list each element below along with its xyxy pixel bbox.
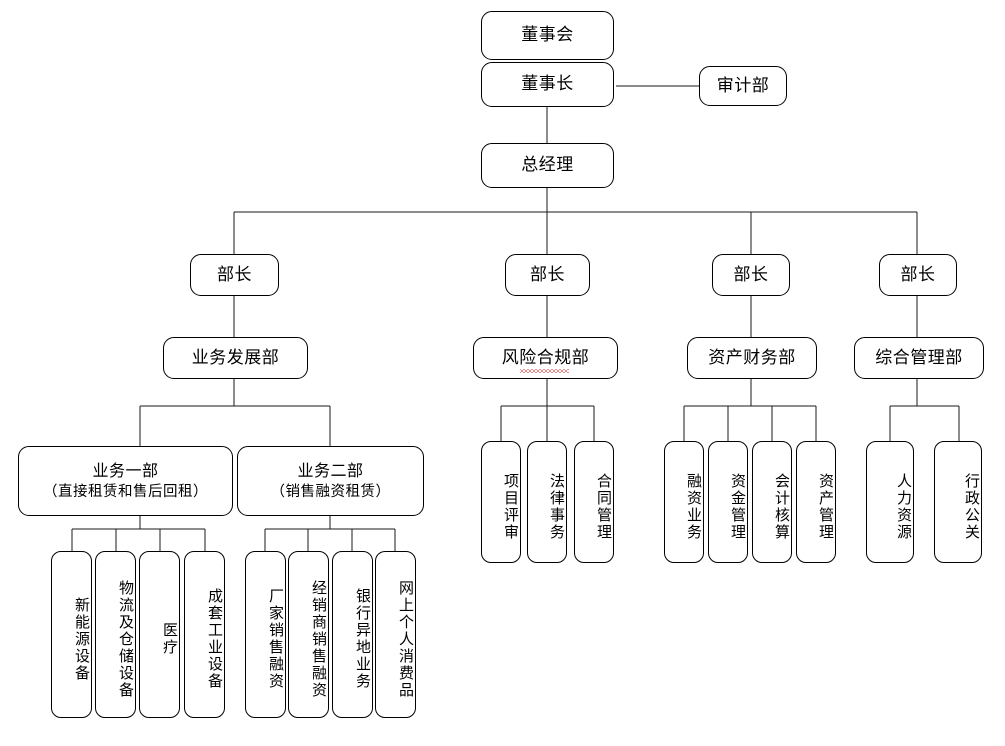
- node-financing-business[interactable]: 融资业务: [664, 441, 704, 563]
- node-label: 合同管理: [595, 472, 613, 541]
- node-label: 资产财务部: [708, 347, 796, 368]
- node-accounting[interactable]: 会计核算: [752, 441, 792, 563]
- node-legal-affairs[interactable]: 法律事务: [527, 441, 567, 563]
- node-label: 人力资源: [895, 472, 913, 541]
- node-general-manager[interactable]: 总经理: [481, 143, 614, 188]
- node-manufacturer-sales-financing[interactable]: 厂家销售融资: [245, 551, 286, 718]
- node-label-line2: （销售融资租赁）: [270, 484, 391, 501]
- node-administration-public-relations[interactable]: 行政公关: [934, 441, 982, 563]
- node-label-line2: （直接租赁和售后回租）: [43, 484, 208, 501]
- node-director-finance[interactable]: 部长: [712, 254, 790, 296]
- node-dealer-sales-financing[interactable]: 经销商销售融资: [288, 551, 329, 718]
- node-fund-management[interactable]: 资金管理: [708, 441, 748, 563]
- node-business-unit-1[interactable]: 业务一部 （直接租赁和售后回租）: [18, 446, 233, 516]
- node-label: 部长: [530, 264, 565, 285]
- node-director-business[interactable]: 部长: [190, 254, 279, 296]
- node-label: 业务发展部: [191, 347, 280, 368]
- node-medical[interactable]: 医疗: [139, 551, 180, 718]
- node-human-resources[interactable]: 人力资源: [866, 441, 914, 563]
- node-label: 部长: [900, 264, 936, 285]
- node-general-admin-dept[interactable]: 综合管理部: [854, 337, 984, 379]
- node-director-admin[interactable]: 部长: [879, 254, 957, 296]
- node-chairman[interactable]: 董事长: [481, 62, 614, 107]
- node-label: 风险合规部: [501, 347, 590, 368]
- node-label: 部长: [217, 264, 252, 285]
- node-label-line1: 业务二部: [297, 460, 364, 480]
- node-label-line1: 业务一部: [92, 460, 159, 480]
- node-label: 总经理: [521, 155, 574, 176]
- node-label: 新能源设备: [73, 596, 91, 682]
- node-label: 资金管理: [729, 472, 747, 541]
- node-label: 融资业务: [685, 472, 703, 541]
- node-new-energy-equipment[interactable]: 新能源设备: [51, 551, 92, 718]
- node-label: 项目评审: [502, 472, 520, 541]
- node-label: 物流及仓储设备: [117, 579, 135, 699]
- node-director-risk[interactable]: 部长: [505, 254, 590, 296]
- node-asset-finance-dept[interactable]: 资产财务部: [687, 337, 817, 379]
- node-label: 部长: [733, 264, 769, 285]
- node-online-personal-consumer-goods[interactable]: 网上个人消费品: [375, 551, 416, 718]
- node-label: 医疗: [161, 622, 179, 656]
- node-label: 综合管理部: [875, 347, 963, 368]
- node-label: 资产管理: [817, 472, 835, 541]
- node-label: 法律事务: [548, 472, 566, 541]
- node-business-development-dept[interactable]: 业务发展部: [163, 337, 308, 379]
- node-label: 行政公关: [963, 472, 981, 541]
- node-business-unit-2[interactable]: 业务二部 （销售融资租赁）: [237, 446, 424, 516]
- node-label: 董事会: [521, 25, 574, 46]
- node-audit-department[interactable]: 审计部: [699, 66, 787, 106]
- node-bank-offsite-business[interactable]: 银行异地业务: [332, 551, 373, 718]
- node-label: 经销商销售融资: [310, 579, 328, 699]
- node-label: 成套工业设备: [206, 588, 224, 690]
- node-label: 网上个人消费品: [397, 579, 415, 699]
- node-label: 董事长: [521, 74, 574, 95]
- node-logistics-warehousing-equipment[interactable]: 物流及仓储设备: [95, 551, 136, 718]
- node-label: 会计核算: [773, 472, 791, 541]
- node-asset-management[interactable]: 资产管理: [796, 441, 836, 563]
- node-label: 厂家销售融资: [267, 588, 285, 690]
- node-label: 审计部: [716, 75, 770, 96]
- node-contract-management[interactable]: 合同管理: [574, 441, 614, 563]
- node-board-of-directors[interactable]: 董事会: [481, 11, 614, 60]
- node-label: 银行异地业务: [354, 588, 372, 690]
- node-project-review[interactable]: 项目评审: [481, 441, 521, 563]
- spellcheck-underline: [520, 369, 569, 373]
- node-industrial-equipment-sets[interactable]: 成套工业设备: [184, 551, 225, 718]
